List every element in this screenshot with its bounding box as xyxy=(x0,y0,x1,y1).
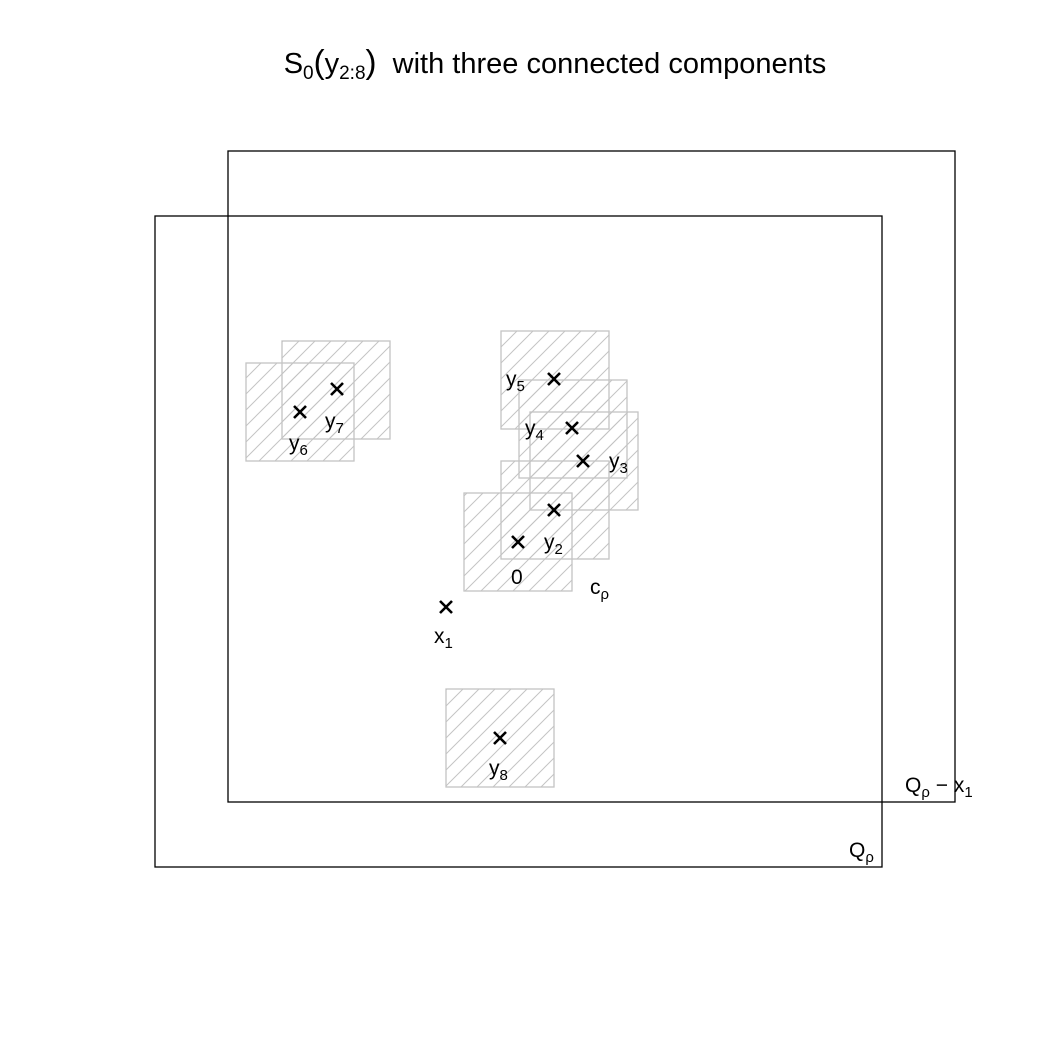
point-markers xyxy=(293,372,590,745)
label-zero: 0 xyxy=(511,566,523,589)
point-y5-marker xyxy=(547,372,561,386)
title-arg-sub: 2:8 xyxy=(339,63,366,84)
point-y2-upper-marker xyxy=(547,503,561,517)
box-q-rho xyxy=(154,215,883,868)
label-x1: x1 xyxy=(434,625,453,652)
title-main-sub: 0 xyxy=(303,63,314,84)
title-rest: with three connected components xyxy=(392,48,827,80)
point-y2-marker xyxy=(511,535,525,549)
label-y8: y8 xyxy=(489,757,508,784)
label-y3: y3 xyxy=(609,450,628,477)
diagram-title: S0(y2:8) with three connected components xyxy=(283,43,827,84)
label-y5: y5 xyxy=(506,368,525,395)
point-y3-marker xyxy=(576,454,590,468)
point-y6-marker xyxy=(293,405,307,419)
label-y7: y7 xyxy=(325,410,344,437)
hatched-squares xyxy=(245,330,639,788)
title-arg: y xyxy=(324,48,340,80)
label-c-rho: cρ xyxy=(590,576,609,603)
point-y7-marker xyxy=(330,382,344,396)
point-y8-marker xyxy=(493,731,507,745)
box-q-rho-minus-x1 xyxy=(227,150,956,803)
point-x1-marker xyxy=(439,600,453,614)
label-y2: y2 xyxy=(544,531,563,558)
title-main: S xyxy=(283,48,304,80)
label-y6: y6 xyxy=(289,432,308,459)
label-q-rho-minus-x1: Qρ − x1 xyxy=(905,774,973,801)
point-y4-marker xyxy=(565,421,579,435)
label-q-rho: Qρ xyxy=(849,839,874,866)
label-y4: y4 xyxy=(525,417,544,444)
